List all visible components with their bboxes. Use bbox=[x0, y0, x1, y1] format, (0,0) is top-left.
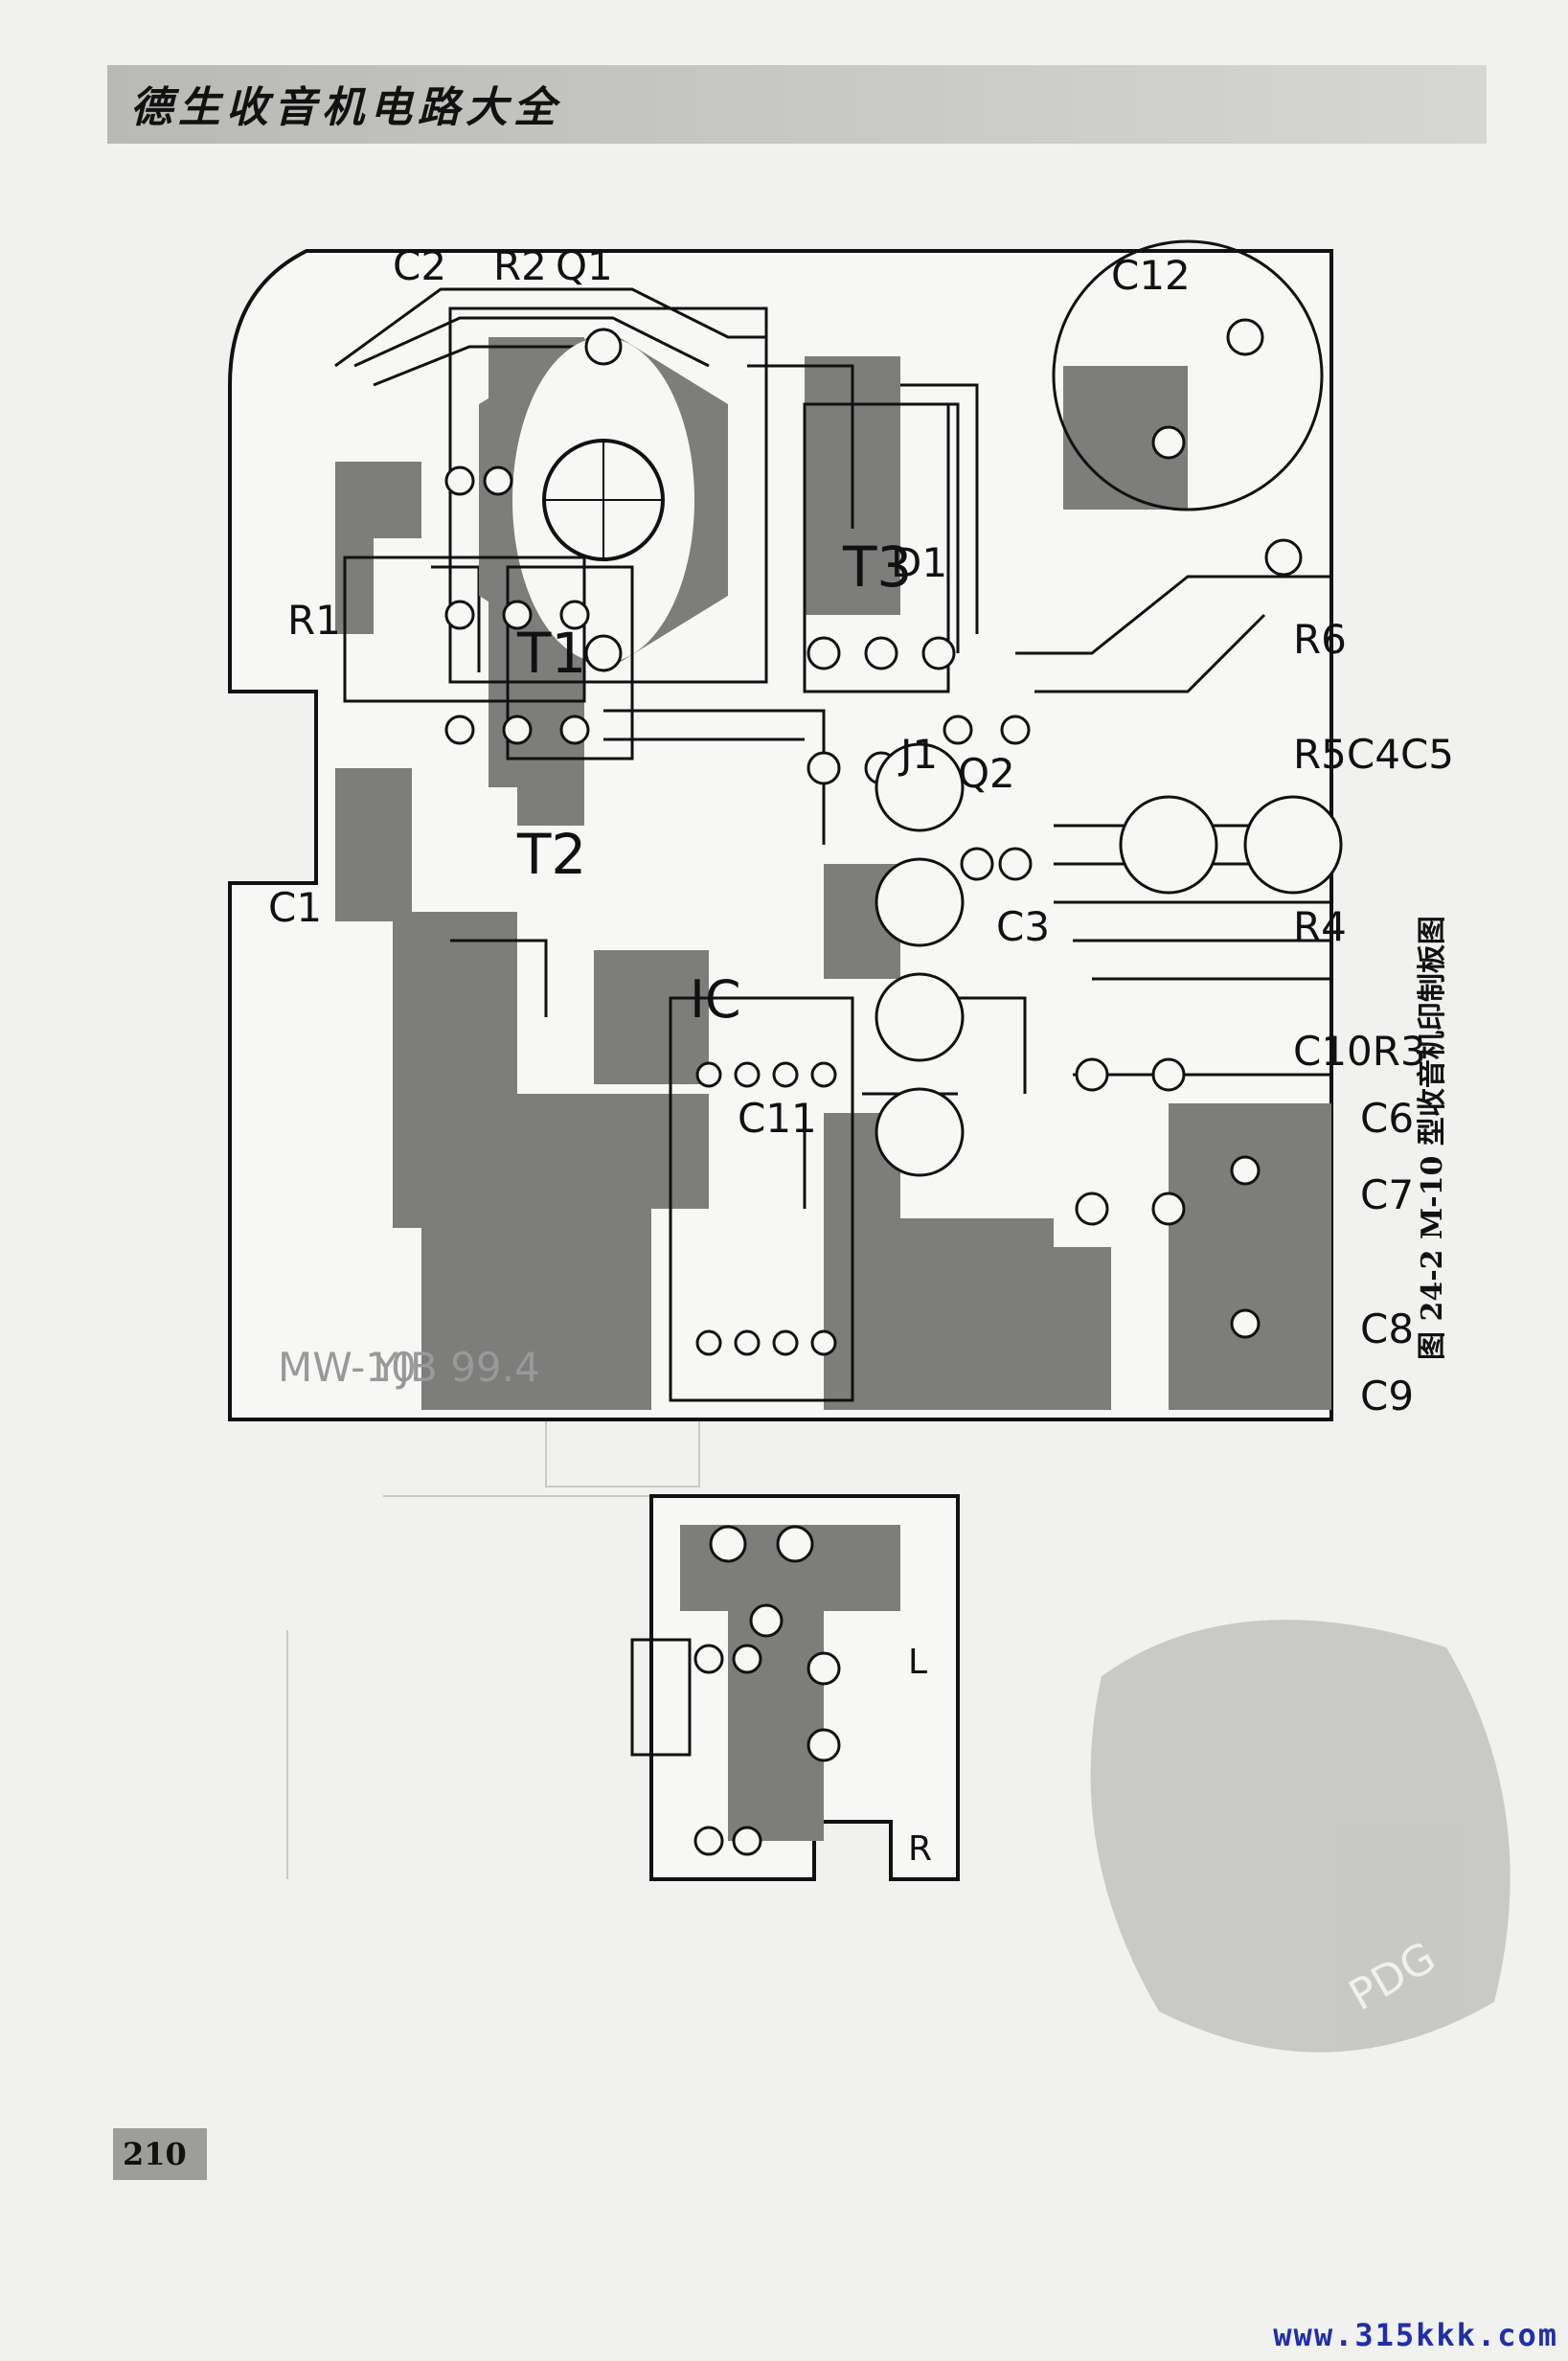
label-mw10: MW-10 bbox=[278, 1344, 417, 1391]
watermark-stamp: PDG bbox=[1090, 1620, 1511, 2053]
figure-caption-text: 图 24-2 M-10 型收音机印制板图 bbox=[1416, 916, 1449, 1360]
pcb-layout-figure: C2 R2 Q1 R1 C1 C12 D1 T3 R6 T1 T2 J1 Q2 … bbox=[228, 239, 1454, 1881]
label-ic: IC bbox=[690, 969, 741, 1030]
label-q1: Q1 bbox=[556, 242, 613, 289]
label-r6: R6 bbox=[1293, 616, 1347, 663]
label-c9: C9 bbox=[1360, 1373, 1414, 1419]
page-number: 210 bbox=[123, 2136, 187, 2172]
label-d1: D1 bbox=[891, 539, 947, 586]
label-c1: C1 bbox=[268, 884, 322, 931]
figure-caption: 图 24-2 M-10 型收音机印制板图 bbox=[1370, 881, 1449, 1379]
label-c8: C8 bbox=[1360, 1305, 1414, 1352]
secondary-board: L R bbox=[630, 1494, 960, 1881]
book-title: 德生收音机电路大全 bbox=[130, 83, 561, 132]
label-t2: T2 bbox=[516, 822, 586, 887]
t3-outline bbox=[803, 402, 950, 693]
electrolytic-capacitors bbox=[875, 742, 1343, 1177]
label-r5c4c5: R5C4C5 bbox=[1293, 731, 1454, 778]
copper-traces bbox=[334, 287, 1331, 1209]
label-r1: R1 bbox=[287, 597, 341, 644]
t2-outline bbox=[506, 565, 634, 761]
label-c2: C2 bbox=[393, 242, 446, 289]
ic-outline bbox=[669, 996, 854, 1402]
label-c3: C3 bbox=[996, 903, 1050, 950]
site-url[interactable]: www.315kkk.com bbox=[1273, 2317, 1558, 2353]
label-q2: Q2 bbox=[958, 750, 1015, 797]
label-c11: C11 bbox=[738, 1095, 817, 1142]
label-l: L bbox=[908, 1643, 927, 1682]
label-r: R bbox=[908, 1829, 932, 1869]
solder-pads bbox=[444, 318, 1303, 1356]
label-c12: C12 bbox=[1111, 252, 1191, 299]
copper-pours bbox=[335, 337, 1331, 1410]
power-device-outline bbox=[448, 306, 768, 684]
label-j1: J1 bbox=[898, 731, 938, 778]
label-t3: T3 bbox=[842, 534, 912, 600]
page-header: 德生收音机电路大全 bbox=[107, 65, 1487, 144]
page-number-box: 210 bbox=[113, 2128, 207, 2180]
label-r2: R2 bbox=[493, 242, 547, 289]
label-c10r3: C10R3 bbox=[1293, 1028, 1426, 1075]
t1-outline bbox=[343, 556, 586, 703]
label-c6: C6 bbox=[1360, 1095, 1414, 1142]
label-r4: R4 bbox=[1293, 903, 1347, 950]
label-t1: T1 bbox=[516, 621, 586, 686]
label-c7: C7 bbox=[1360, 1171, 1414, 1218]
speaker-outline bbox=[1052, 239, 1324, 511]
label-yjb: YJB 99.4 bbox=[373, 1344, 540, 1391]
